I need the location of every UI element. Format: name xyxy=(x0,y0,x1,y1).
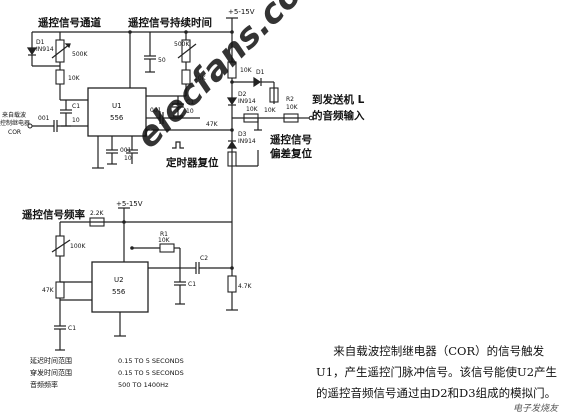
cor-input-label-3: COR xyxy=(8,129,21,136)
c1-u2-label: C1 xyxy=(68,325,76,332)
c50-label: 50 xyxy=(158,57,166,64)
u2-network: 2.2K 100K 47K C1 R1 10K xyxy=(42,207,253,351)
duration-heading: 遥控信号持续时间 xyxy=(128,16,212,29)
u1-type: 556 xyxy=(110,114,124,122)
duration-network: 50 500K 10K C1 10 xyxy=(129,32,207,117)
bias-reset-label-1: 遥控信号 xyxy=(270,133,312,146)
top-power-rail xyxy=(32,17,238,62)
c001-low-label: 001 xyxy=(120,147,132,154)
supply-mid-label: +5-15V xyxy=(116,200,143,208)
c10-b-label: 10 xyxy=(186,108,194,115)
c1-low-label: C1 xyxy=(188,281,196,288)
range-label-3: 音频频率 xyxy=(30,380,58,389)
c001-in-label: 001 xyxy=(38,115,50,122)
caption-text: 来自载波控制继电器（COR）的信号触发U1，产生遥控门脉冲信号。该信号能使U2产… xyxy=(316,344,558,400)
r22k-label: 2.2K xyxy=(90,210,105,217)
d1-type: IN914 xyxy=(36,46,54,53)
c10-low-label: 10 xyxy=(124,155,132,162)
r47k-c-label: 4.7K xyxy=(238,283,253,290)
r2-label: R2 xyxy=(286,96,294,103)
d2-type: IN914 xyxy=(238,98,256,105)
input-capacitor-001: 001 xyxy=(27,115,88,132)
r10k-b-label: 10K xyxy=(194,75,207,82)
r500k-a-label: 500K xyxy=(72,51,88,58)
r100k-label: 100K xyxy=(70,243,86,250)
capacitor-c1-left: C1 10 xyxy=(60,100,80,127)
ranges-table: 延迟时间范围 0.15 TO 5 SECONDS 穿发时间范围 0.15 TO … xyxy=(30,356,184,389)
c001-mid-label: 001 xyxy=(150,107,162,114)
u2-timer-chip: U2 556 xyxy=(91,261,149,313)
r47k-label: 47K xyxy=(206,121,219,128)
to-transmitter-label-2: 的音频输入 xyxy=(312,109,365,122)
frequency-heading: 遥控信号频率 xyxy=(22,208,85,221)
c1-b-label: C1 xyxy=(186,99,194,106)
r10k-c-label: 10K xyxy=(240,67,253,74)
r500k-b-label: 500K xyxy=(174,41,190,48)
timer-reset-label: 定时器复位 xyxy=(165,156,219,169)
range-value-3: 500 TO 1400Hz xyxy=(118,381,169,389)
u2-type: 556 xyxy=(112,288,126,296)
analog-gate: 10K D1 10K D2 IN914 10K R2 10K xyxy=(226,61,314,250)
to-transmitter-label-1: 到发送机 L xyxy=(312,93,365,106)
d1b-label: D1 xyxy=(256,69,265,76)
r10k-e-label: 10K xyxy=(246,106,259,113)
c1-left-value: 10 xyxy=(72,117,80,124)
cor-input-label-2: 控制继电器 xyxy=(0,119,30,127)
d1-label: D1 xyxy=(36,39,45,46)
u2-label: U2 xyxy=(114,276,124,284)
u1-timer-chip: U1 556 xyxy=(87,87,147,137)
range-value-2: 0.15 TO 5 SECONDS xyxy=(118,369,184,377)
cor-input-label-1: 来自载波 xyxy=(2,111,26,119)
r1-value: 10K xyxy=(158,237,171,244)
r10k-a-label: 10K xyxy=(68,75,81,82)
d2-label: D2 xyxy=(238,91,247,98)
r10k-d-label: 10K xyxy=(264,107,277,114)
delay-heading: 遥控信号通道 xyxy=(38,16,101,29)
range-value-1: 0.15 TO 5 SECONDS xyxy=(118,357,184,365)
d3-label: D3 xyxy=(238,131,247,138)
timer-reset-path: 47K xyxy=(146,121,232,149)
range-label-1: 延迟时间范围 xyxy=(30,356,72,365)
u1-label: U1 xyxy=(112,102,122,110)
bias-reset-label-2: 偏差复位 xyxy=(270,147,312,160)
delay-pot-500k: 500K 10K xyxy=(51,32,88,101)
range-label-2: 穿发时间范围 xyxy=(30,368,72,377)
d3-type: IN914 xyxy=(238,138,256,145)
r47k-b-label: 47K xyxy=(42,287,55,294)
r1-label: R1 xyxy=(160,231,168,238)
timer-caps-001: 001 001 10 xyxy=(92,107,200,169)
c2-label: C2 xyxy=(200,255,208,262)
supply-top-label: +5-15V xyxy=(228,8,255,16)
r2-value: 10K xyxy=(286,104,299,111)
diode-d1: D1 IN914 xyxy=(26,32,60,67)
brand-logo: 电子发烧友 xyxy=(512,404,558,414)
c1-left-label: C1 xyxy=(72,103,80,110)
